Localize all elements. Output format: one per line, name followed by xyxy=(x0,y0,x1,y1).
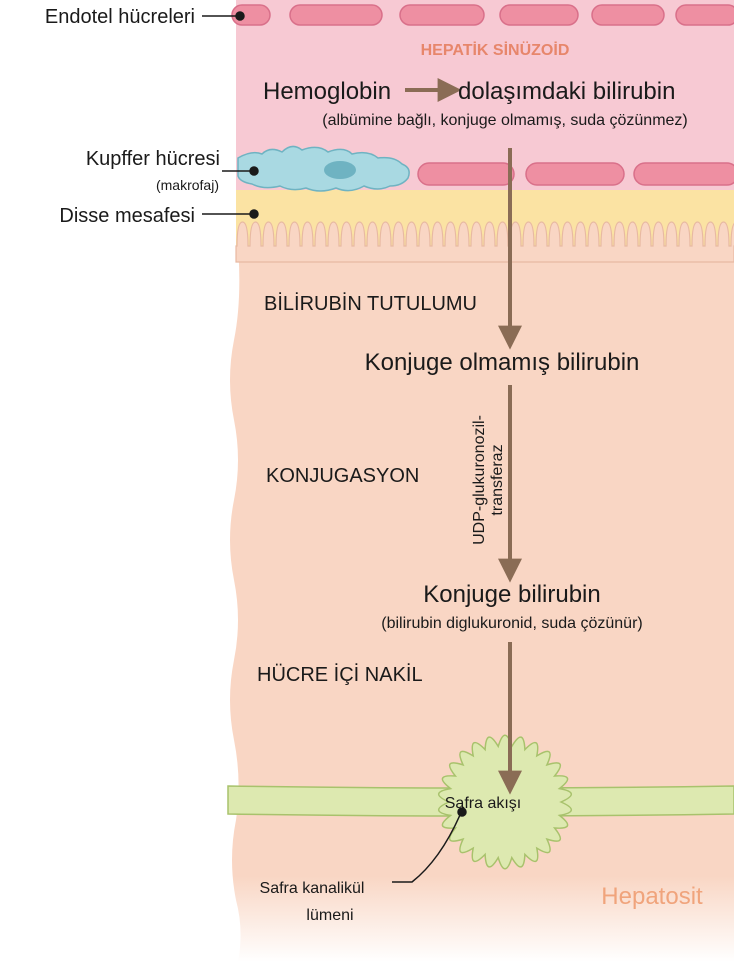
enzyme-label-line1: UDP-glukuronozil- xyxy=(471,415,488,545)
conjugated-bilirubin-label: Konjuge bilirubin xyxy=(423,581,600,608)
endothelial-cells-bottom xyxy=(418,163,734,185)
sinusoid-title: HEPATİK SİNÜZOİD xyxy=(421,40,570,59)
hemoglobin-label: Hemoglobin xyxy=(263,78,391,105)
circulating-bilirubin-note: (albümine bağlı, konjuge olmamış, suda ç… xyxy=(322,112,688,129)
hepatocyte-label: Hepatosit xyxy=(601,883,703,910)
bile-flow-label: Safra akışı xyxy=(445,795,521,812)
disse-label: Disse mesafesi xyxy=(59,205,195,227)
kupffer-sublabel: (makrofaj) xyxy=(156,177,219,193)
transport-section-label: HÜCRE İÇİ NAKİL xyxy=(257,663,423,686)
uptake-section-label: BİLİRUBİN TUTULUMU xyxy=(264,292,477,315)
conjugated-bilirubin-note: (bilirubin diglukuronid, suda çözünür) xyxy=(381,615,642,632)
conjugation-section-label: KONJUGASYON xyxy=(266,465,419,487)
hepatocyte-microvilli xyxy=(236,222,734,262)
unconjugated-bilirubin-label: Konjuge olmamış bilirubin xyxy=(365,349,640,376)
canaliculus-label-line2: lümeni xyxy=(306,907,353,924)
enzyme-label-line2: transferaz xyxy=(489,444,506,515)
endothelial-label: Endotel hücreleri xyxy=(45,6,195,28)
circulating-bilirubin-label: dolaşımdaki bilirubin xyxy=(458,78,675,105)
canaliculus-label-line1: Safra kanalikül xyxy=(260,880,365,897)
kupffer-label: Kupffer hücresi xyxy=(86,148,220,170)
